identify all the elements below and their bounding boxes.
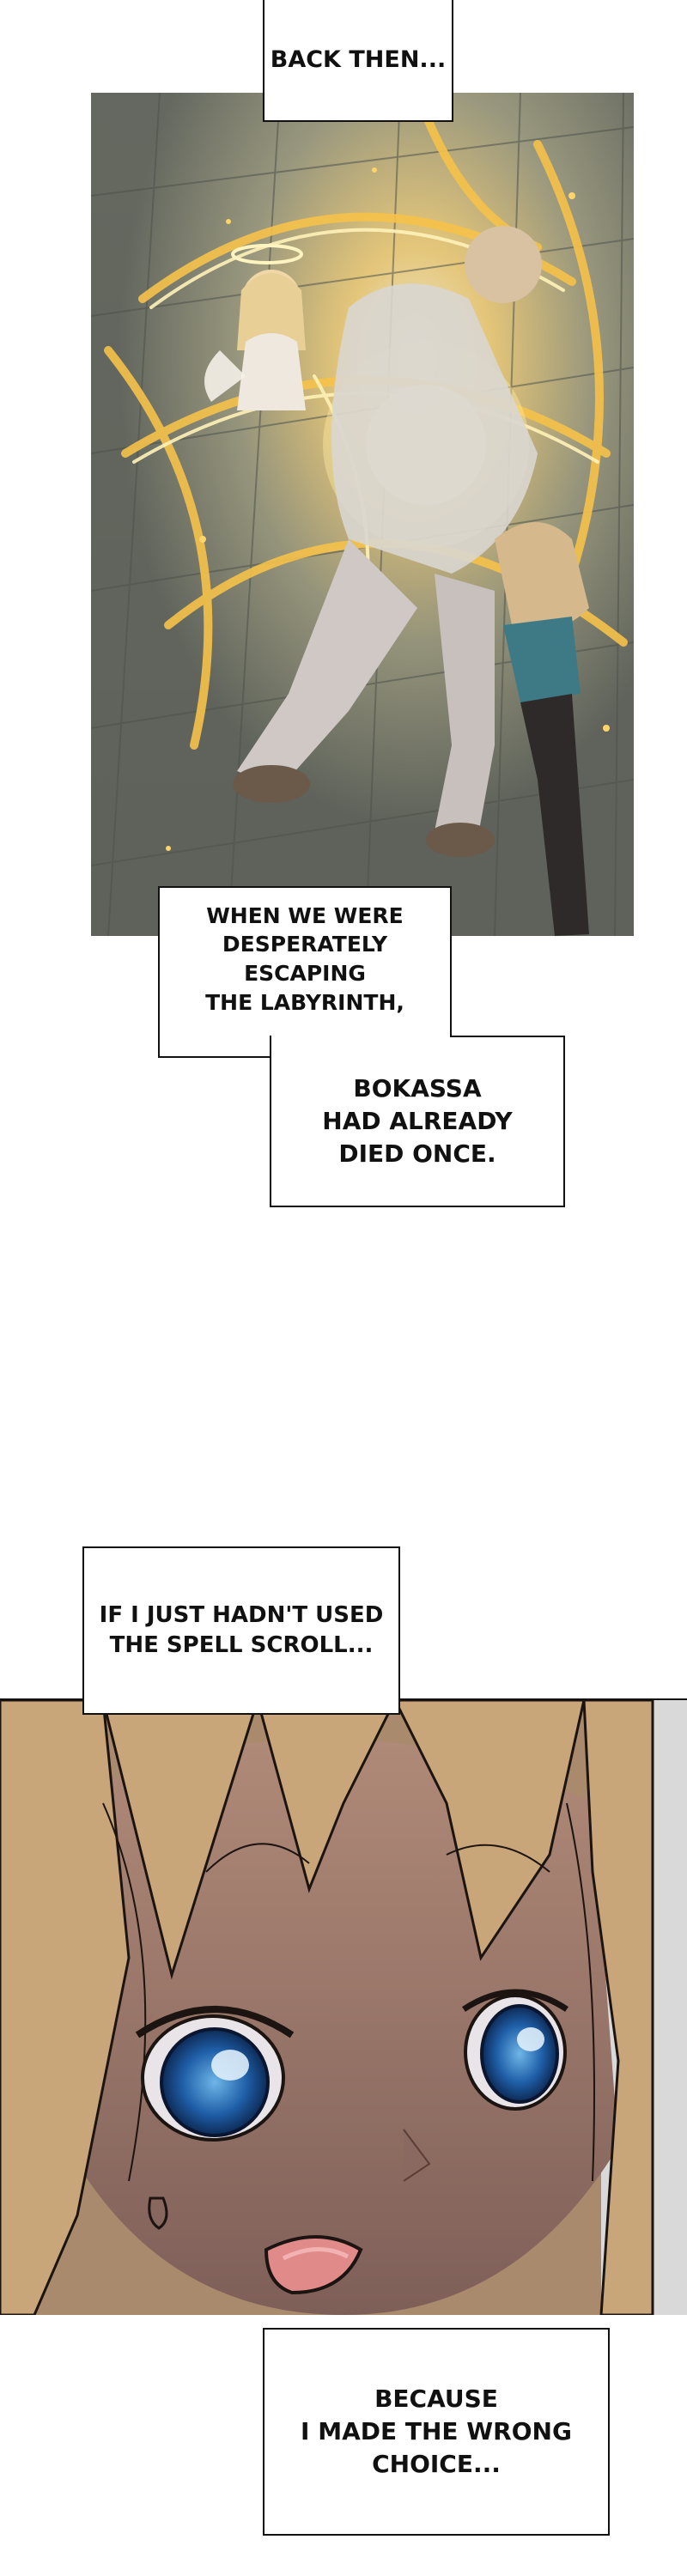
caption-bokassa-died: BOKASSA HAD ALREADY DIED ONCE. [270,1036,565,1207]
caption-back-then: BACK THEN... [263,0,453,122]
caption-wrong-choice: BECAUSE I MADE THE WRONG CHOICE... [263,2328,610,2536]
caption-escaping-labyrinth: WHEN WE WERE DESPERATELY ESCAPING THE LA… [158,886,452,1058]
panel-magic-ritual [91,93,634,936]
caption-connector [271,1036,450,1058]
panel-girl-closeup [0,1698,687,2315]
caption-spell-scroll: IF I JUST HADN'T USED THE SPELL SCROLL..… [82,1546,400,1715]
magic-ritual-illustration [91,93,634,936]
girl-face-closeup-illustration [0,1700,687,2315]
